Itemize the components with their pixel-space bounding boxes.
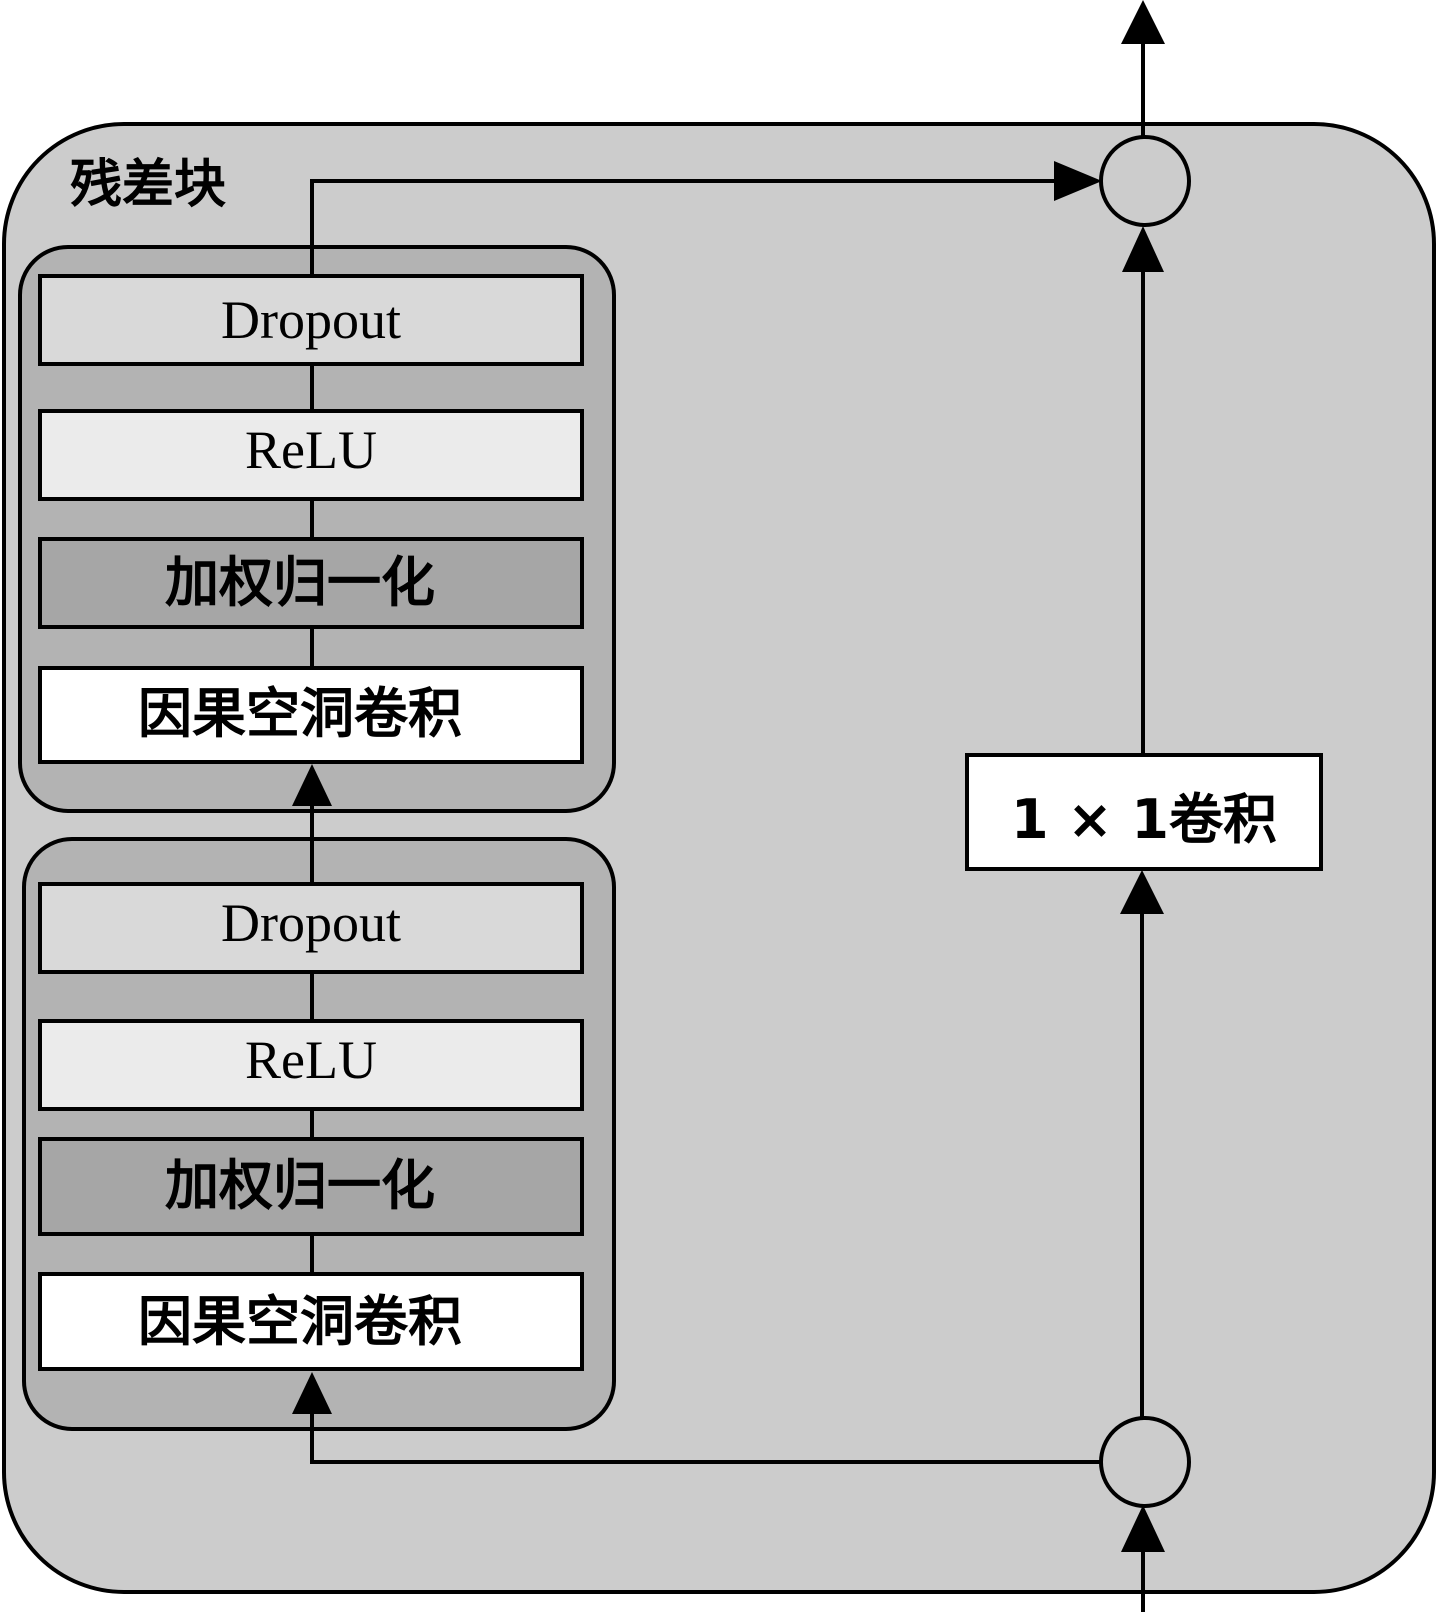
lower-causal-conv-label: 因果空洞卷积 bbox=[138, 1290, 462, 1353]
upper-relu-box bbox=[38, 409, 584, 501]
upper-dropout-label: Dropout bbox=[221, 290, 401, 350]
upper-dropout-box bbox=[38, 274, 584, 366]
main-output-arrowhead bbox=[1054, 161, 1102, 201]
inter-group-arrowhead bbox=[292, 764, 332, 806]
shortcut-lower-arrowhead bbox=[1120, 870, 1164, 914]
upper-causal-conv-box bbox=[38, 666, 584, 764]
shortcut-upper-arrowhead bbox=[1122, 226, 1164, 272]
lower-relu-box bbox=[38, 1019, 584, 1111]
lower-weight-norm-label: 加权归一化 bbox=[165, 1154, 435, 1217]
lower-causal-conv-box bbox=[38, 1272, 584, 1371]
lower-dropout-label: Dropout bbox=[221, 893, 401, 953]
add-node bbox=[1099, 135, 1191, 227]
upper-weight-norm-box bbox=[38, 537, 584, 629]
lower-relu-label: ReLU bbox=[245, 1030, 377, 1090]
residual-block-title: 残差块 bbox=[70, 155, 226, 215]
input-split-node bbox=[1099, 1416, 1191, 1508]
input-arrowhead bbox=[1121, 1505, 1165, 1552]
output-arrowhead bbox=[1121, 0, 1165, 44]
main-branch-arrowhead bbox=[292, 1372, 332, 1414]
lower-weight-norm-box bbox=[38, 1137, 584, 1236]
conv-1x1-label: 1 × 1卷积 bbox=[1011, 788, 1277, 851]
upper-relu-label: ReLU bbox=[245, 420, 377, 480]
upper-causal-conv-label: 因果空洞卷积 bbox=[138, 682, 462, 745]
main-branch-line bbox=[310, 1412, 1101, 1464]
lower-dropout-box bbox=[38, 882, 584, 974]
upper-weight-norm-label: 加权归一化 bbox=[165, 551, 435, 614]
main-output-line bbox=[310, 179, 1060, 276]
